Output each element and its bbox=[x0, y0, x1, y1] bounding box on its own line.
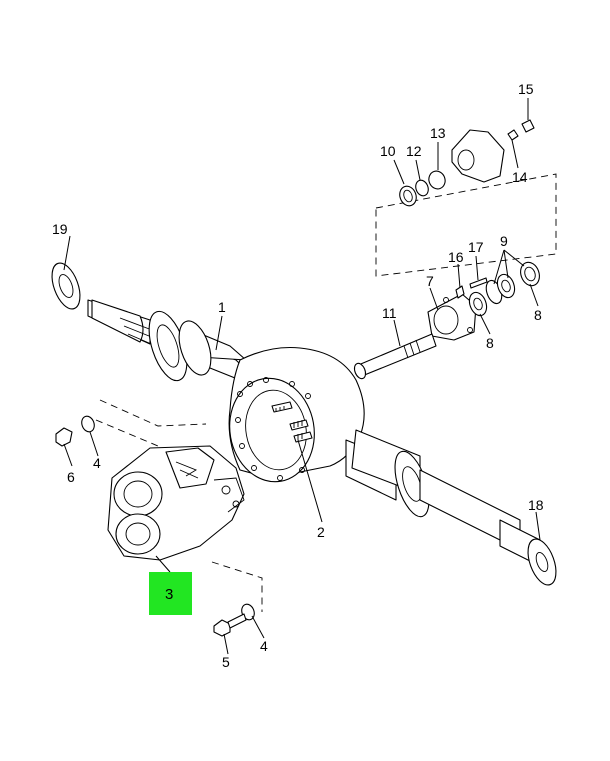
callout-8-right: 8 bbox=[534, 307, 542, 323]
callout-13: 13 bbox=[430, 125, 446, 141]
companion-flange-group bbox=[399, 119, 535, 207]
callout-6: 6 bbox=[67, 469, 75, 485]
studs bbox=[271, 401, 313, 443]
callout-1: 1 bbox=[218, 299, 226, 315]
callout-19: 19 bbox=[52, 221, 68, 237]
callout-8-lower: 8 bbox=[486, 335, 494, 351]
callout-4-upper: 4 bbox=[93, 455, 101, 471]
leader-lines bbox=[63, 98, 541, 655]
callout-3[interactable]: 3 bbox=[165, 586, 173, 603]
callout-11: 11 bbox=[382, 305, 397, 321]
callout-12: 12 bbox=[406, 143, 422, 159]
callout-3-highlight[interactable] bbox=[149, 572, 192, 615]
callout-16: 16 bbox=[448, 249, 464, 265]
callout-7: 7 bbox=[426, 273, 434, 289]
callout-5: 5 bbox=[222, 654, 230, 670]
callout-9: 9 bbox=[500, 233, 508, 249]
fasteners-lower bbox=[55, 415, 255, 637]
callout-18: 18 bbox=[528, 497, 544, 513]
callout-2: 2 bbox=[317, 524, 325, 540]
dashed-guides bbox=[95, 173, 557, 612]
callout-17: 17 bbox=[468, 239, 484, 255]
callout-4-lower: 4 bbox=[260, 638, 268, 654]
differential-carrier bbox=[107, 445, 245, 561]
axle-housing bbox=[148, 310, 421, 501]
axle-shaft-left bbox=[51, 262, 157, 347]
callout-10: 10 bbox=[380, 143, 396, 159]
callout-15: 15 bbox=[518, 81, 534, 97]
callout-labels: 19 1 2 3 4 6 4 5 7 8 8 9 11 10 12 13 14 … bbox=[52, 81, 544, 670]
bearings-and-seals bbox=[455, 261, 540, 317]
pinion-shaft bbox=[353, 333, 437, 380]
callout-14: 14 bbox=[512, 169, 528, 185]
axle-shaft-right bbox=[394, 450, 557, 586]
